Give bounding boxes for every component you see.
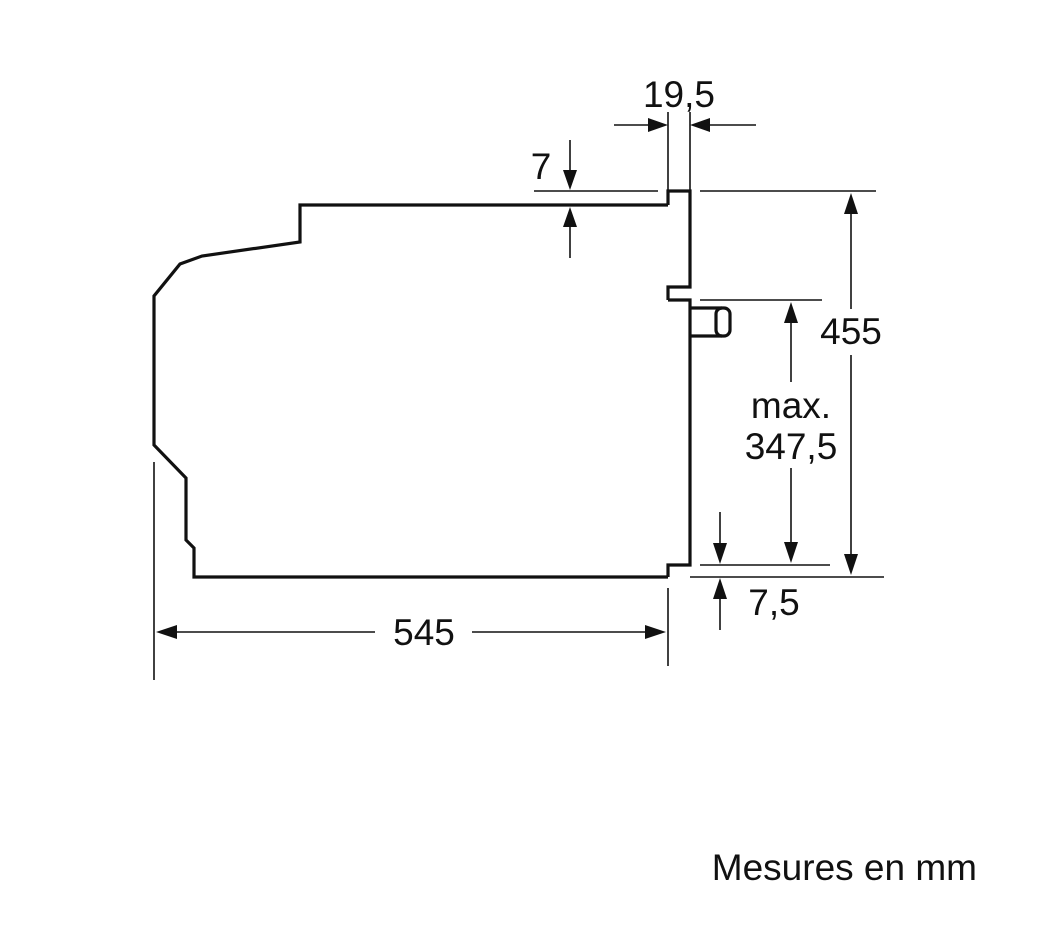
units-note: Mesures en mm <box>712 847 977 888</box>
dimension-depth: 545 <box>153 462 669 680</box>
label-opening-max: max. <box>751 385 831 426</box>
label-depth: 545 <box>393 612 455 653</box>
appliance-body-outline <box>152 203 668 579</box>
label-total-height: 455 <box>820 311 882 352</box>
label-bottom-offset: 7,5 <box>748 582 799 623</box>
dimension-top-gap: 19,5 <box>614 74 756 191</box>
dimension-top-offset: 7 <box>531 140 658 258</box>
front-panel-upper <box>666 189 692 300</box>
label-opening-max-value: 347,5 <box>745 426 838 467</box>
dimension-bottom-offset: 7,5 <box>713 512 800 630</box>
knob-icon <box>690 306 732 338</box>
label-top-offset: 7 <box>531 146 552 187</box>
front-panel-lower <box>666 298 692 577</box>
dimension-opening-max: max. 347,5 <box>700 299 838 566</box>
dimension-total-height: 455 <box>690 190 884 578</box>
label-top-gap: 19,5 <box>643 74 715 115</box>
